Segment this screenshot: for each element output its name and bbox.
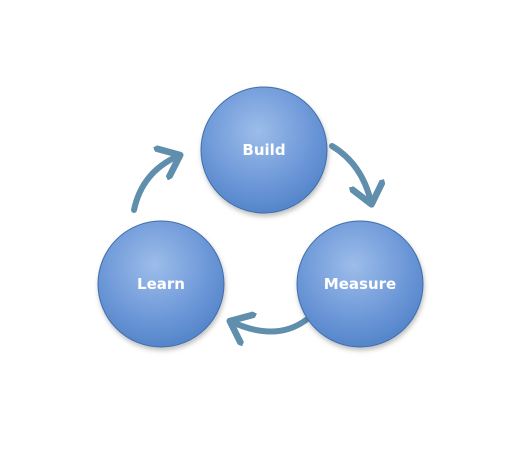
arrow-build-to-measure bbox=[329, 143, 371, 202]
arrow-measure-to-learn bbox=[232, 320, 309, 332]
node-learn: Learn bbox=[97, 220, 225, 348]
node-measure: Measure bbox=[296, 220, 424, 348]
node-build-label: Build bbox=[242, 141, 285, 159]
node-learn-label: Learn bbox=[137, 275, 185, 293]
node-build: Build bbox=[200, 86, 328, 214]
arrow-learn-to-build bbox=[131, 156, 178, 213]
node-measure-label: Measure bbox=[324, 275, 396, 293]
